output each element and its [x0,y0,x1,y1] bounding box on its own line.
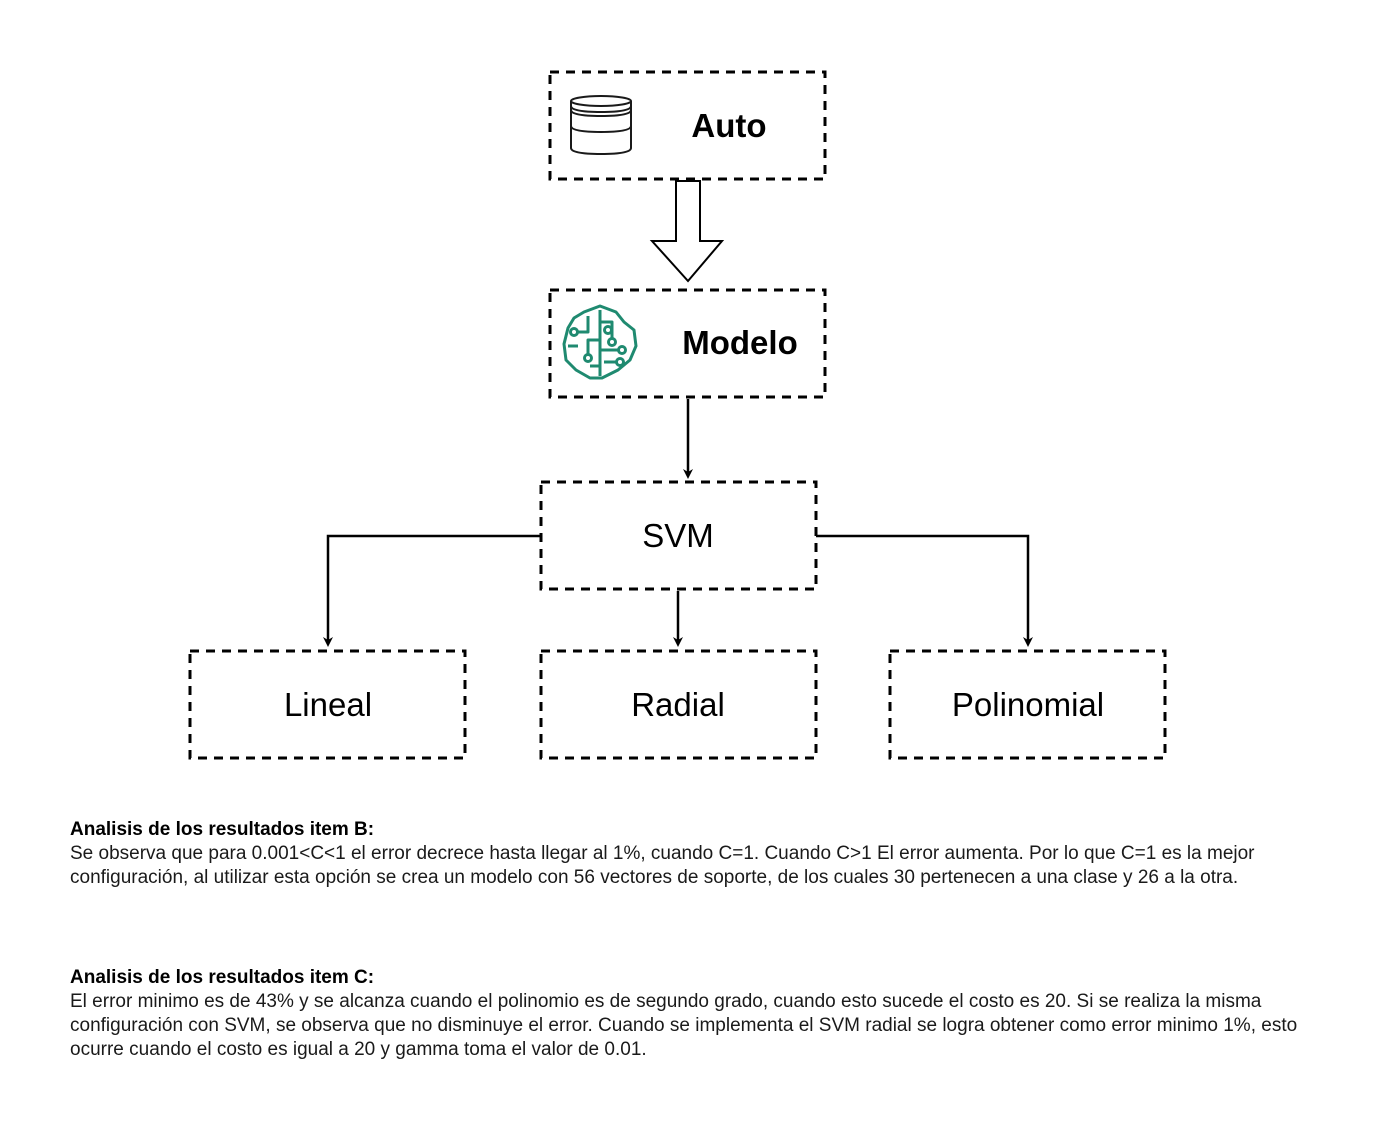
node-auto-label: Auto [691,107,766,144]
edge-auto-modelo [649,180,725,283]
analysis-item-c-body: El error minimo es de 43% y se alcanza c… [70,991,1298,1060]
analysis-item-b-heading: Analisis de los resultados item B: [70,819,375,840]
node-lineal: Lineal [188,649,467,760]
node-svm: SVM [539,480,818,591]
edge-svm-lineal [323,534,541,647]
brain-circuit-icon [562,304,638,380]
node-radial: Radial [539,649,818,760]
analysis-item-b: Analisis de los resultados item B: Se ob… [70,818,1320,890]
node-svm-label: SVM [642,517,714,554]
node-polinomial-label: Polinomial [952,686,1104,723]
flow-diagram: Auto Modelo SVM [188,70,1167,760]
node-lineal-label: Lineal [284,686,372,723]
node-polinomial: Polinomial [888,649,1167,760]
node-auto: Auto [548,70,827,181]
node-radial-label: Radial [631,686,725,723]
analysis-item-c: Analisis de los resultados item C: El er… [70,966,1320,1062]
analysis-item-c-heading: Analisis de los resultados item C: [70,967,375,988]
edge-svm-polinomial [816,534,1033,647]
analysis-item-b-body: Se observa que para 0.001<C<1 el error d… [70,843,1255,888]
database-icon [570,95,632,156]
node-modelo: Modelo [548,288,827,399]
node-modelo-label: Modelo [682,324,797,361]
